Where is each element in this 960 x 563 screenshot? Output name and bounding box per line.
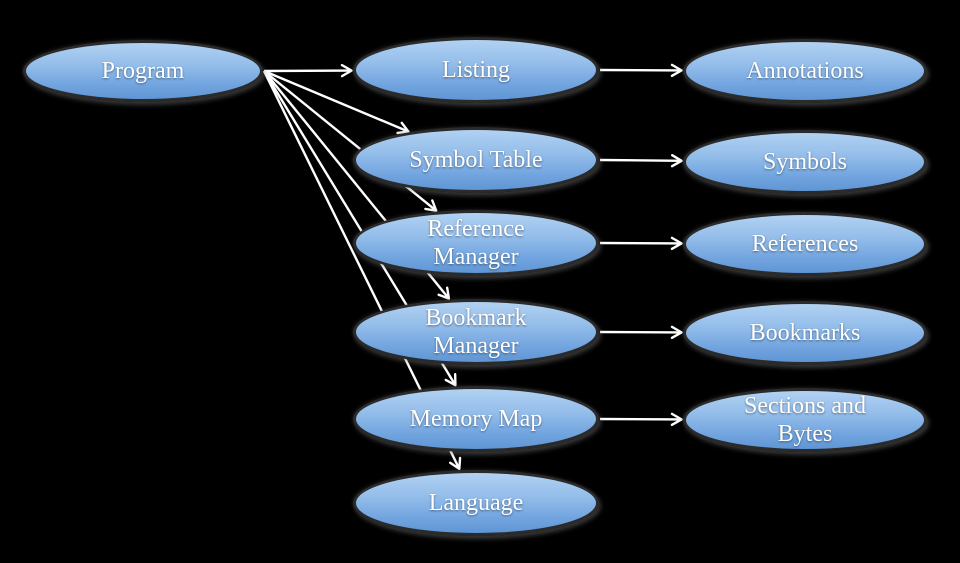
node-label: Reference — [427, 216, 525, 242]
node-symbol-table: Symbol Table — [353, 127, 599, 193]
node-program: Program — [23, 40, 263, 102]
node-listing: Listing — [353, 37, 599, 103]
node-label: Bookmark — [425, 305, 527, 331]
edge-program-to-symbol-table — [263, 69, 410, 135]
node-language: Language — [353, 470, 599, 536]
edges-group — [262, 63, 683, 471]
node-label: Bookmarks — [749, 320, 861, 346]
node-label: References — [751, 231, 859, 257]
node-label: Memory Map — [409, 406, 543, 432]
node-label: Annotations — [746, 58, 864, 84]
node-references: References — [683, 212, 927, 276]
node-bookmarks: Bookmarks — [683, 301, 927, 365]
edge-symbol-table-to-symbols — [599, 154, 683, 168]
node-label: Manager — [433, 333, 519, 359]
node-label: Listing — [441, 57, 510, 83]
node-label: Manager — [433, 244, 519, 270]
node-memory-map: Memory Map — [353, 386, 599, 452]
node-symbols: Symbols — [683, 130, 927, 194]
node-label: Language — [428, 490, 524, 516]
node-annotations: Annotations — [683, 39, 927, 103]
node-label: Symbol Table — [409, 147, 543, 173]
node-label: Program — [101, 58, 185, 84]
node-label: Bytes — [777, 421, 833, 447]
node-label: Sections and — [744, 393, 866, 419]
node-label: Symbols — [762, 149, 848, 175]
